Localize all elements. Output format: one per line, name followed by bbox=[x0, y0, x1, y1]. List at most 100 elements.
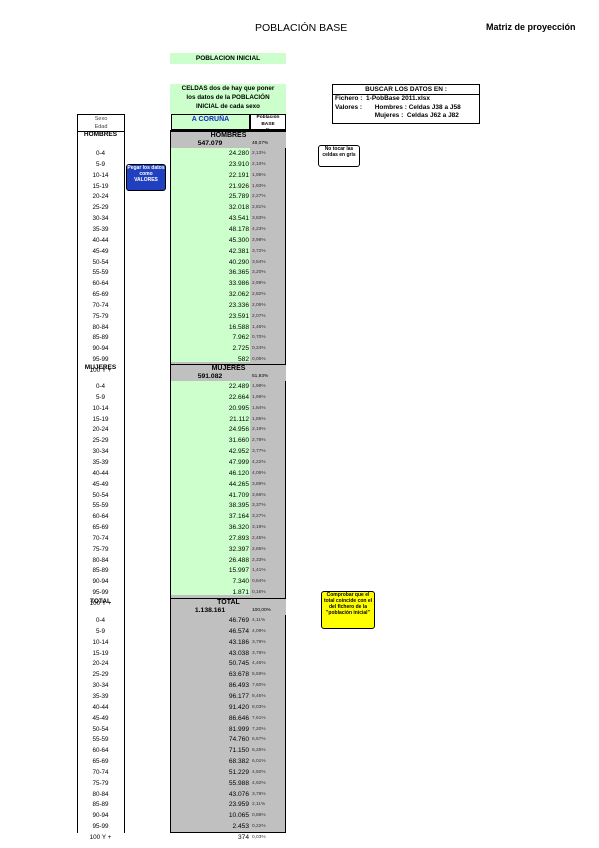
mujeres-input-area[interactable] bbox=[171, 381, 250, 595]
population-value[interactable]: 44.265 bbox=[228, 480, 249, 488]
callout-pegar: Pegar los datos como VALORES bbox=[126, 164, 166, 191]
population-value[interactable]: 36.365 bbox=[228, 269, 249, 277]
population-pct: 5,59% bbox=[252, 672, 266, 678]
population-value[interactable]: 21.926 bbox=[228, 182, 249, 190]
population-value[interactable]: 45.300 bbox=[228, 236, 249, 244]
population-value[interactable]: 32.018 bbox=[228, 204, 249, 212]
population-value[interactable]: 23.591 bbox=[228, 312, 249, 320]
population-value[interactable]: 23.336 bbox=[228, 301, 249, 309]
age-group: 95-99 bbox=[92, 589, 109, 597]
population-pct: 4,46% bbox=[252, 661, 266, 667]
population-value: 23.959 bbox=[228, 801, 249, 809]
population-pct: 3,37% bbox=[252, 503, 266, 509]
mujeres-total-pct: 51,93% bbox=[250, 373, 286, 381]
age-group: 30-34 bbox=[92, 448, 109, 456]
age-group: 0-4 bbox=[95, 150, 106, 157]
population-value[interactable]: 32.397 bbox=[228, 545, 249, 553]
sexo-edad-header: Sexo Edad bbox=[77, 114, 125, 132]
search-box: BUSCAR LOS DATOS EN : Fichero : 1-PobBas… bbox=[332, 84, 480, 124]
population-pct: 3,98% bbox=[252, 237, 266, 243]
population-value[interactable]: 7.962 bbox=[232, 334, 249, 342]
population-pct: 1,41% bbox=[252, 568, 266, 574]
population-value: 91.420 bbox=[228, 703, 249, 711]
age-group: 80-84 bbox=[92, 556, 109, 564]
age-group: 60-64 bbox=[92, 747, 109, 755]
population-value: 74.760 bbox=[228, 736, 249, 744]
population-pct: 3,78% bbox=[252, 791, 266, 797]
population-pct: 0,70% bbox=[252, 335, 266, 341]
age-group: 35-39 bbox=[92, 225, 109, 233]
population-pct: 2,78% bbox=[252, 438, 266, 444]
population-value[interactable]: 47.999 bbox=[228, 458, 249, 466]
population-value[interactable]: 26.488 bbox=[228, 556, 249, 564]
search-hombres: Valores : Hombres : Celdas J38 a J58 bbox=[335, 103, 461, 111]
callout-comprobar: Comprobar que el total coincide con el d… bbox=[321, 591, 375, 629]
population-value[interactable]: 37.164 bbox=[228, 513, 249, 521]
population-value: 10.065 bbox=[228, 812, 249, 820]
population-value[interactable]: 22.489 bbox=[228, 383, 249, 390]
population-value[interactable]: 582 bbox=[237, 356, 249, 364]
population-value[interactable]: 24.280 bbox=[228, 150, 249, 157]
population-value[interactable]: 2.725 bbox=[232, 345, 249, 353]
population-value[interactable]: 22.191 bbox=[228, 171, 249, 179]
population-value[interactable]: 48.178 bbox=[228, 225, 249, 233]
population-value[interactable]: 32.062 bbox=[228, 291, 249, 299]
population-value[interactable]: 42.952 bbox=[228, 448, 249, 456]
population-value[interactable]: 25.789 bbox=[228, 193, 249, 201]
instruction-line: CELDAS dos de hay que poner bbox=[181, 85, 275, 92]
population-value[interactable]: 41.709 bbox=[228, 491, 249, 499]
population-value[interactable]: 21.112 bbox=[229, 415, 249, 423]
population-pct: 4,50% bbox=[252, 769, 266, 775]
population-value[interactable]: 22.664 bbox=[228, 393, 249, 401]
age-group: 90-94 bbox=[92, 345, 109, 353]
age-group: 40-44 bbox=[92, 236, 109, 244]
population-value[interactable]: 40.290 bbox=[228, 258, 249, 266]
population-value[interactable]: 27.893 bbox=[228, 534, 249, 542]
population-value[interactable]: 23.910 bbox=[228, 160, 249, 168]
population-value: 63.678 bbox=[228, 671, 249, 679]
pct-label: Población BASE bbox=[256, 115, 280, 127]
population-value[interactable]: 33.986 bbox=[228, 280, 249, 288]
population-value[interactable]: 36.320 bbox=[228, 524, 249, 532]
population-pct: 6,57% bbox=[252, 737, 266, 743]
population-pct: 1,84% bbox=[252, 405, 266, 411]
population-value[interactable]: 38.395 bbox=[228, 502, 249, 510]
population-pct: 2,82% bbox=[252, 292, 266, 298]
population-pct: 2,19% bbox=[252, 427, 266, 433]
population-value[interactable]: 42.381 bbox=[228, 247, 249, 255]
population-pct: 2,45% bbox=[252, 535, 266, 541]
hombres-input-area[interactable] bbox=[171, 148, 250, 362]
age-group: 45-49 bbox=[92, 247, 109, 255]
age-group: 35-39 bbox=[92, 692, 109, 700]
age-group: 50-54 bbox=[92, 491, 109, 499]
population-value[interactable]: 1.871 bbox=[232, 589, 249, 597]
age-group: 100 Y + bbox=[89, 600, 112, 607]
population-pct: 0,22% bbox=[252, 824, 266, 830]
population-value[interactable]: 20.995 bbox=[228, 404, 249, 412]
population-value[interactable]: 24.956 bbox=[228, 426, 249, 434]
population-value[interactable]: 7.340 bbox=[232, 578, 249, 586]
population-value[interactable]: 15.997 bbox=[228, 567, 249, 575]
population-pct: 6,25% bbox=[252, 748, 266, 754]
population-value[interactable]: 16.588 bbox=[228, 323, 249, 331]
search-mujeres: Mujeres : Celdas J62 a J82 bbox=[335, 112, 459, 119]
population-pct: 4,92% bbox=[252, 780, 266, 786]
population-value[interactable]: 31.660 bbox=[228, 437, 249, 445]
population-value[interactable]: 43.541 bbox=[228, 215, 249, 223]
instructions-box: CELDAS dos de hay que poner los datos de… bbox=[170, 84, 286, 114]
population-value[interactable]: 46.120 bbox=[228, 469, 249, 477]
population-pct: 0,16% bbox=[252, 590, 266, 596]
